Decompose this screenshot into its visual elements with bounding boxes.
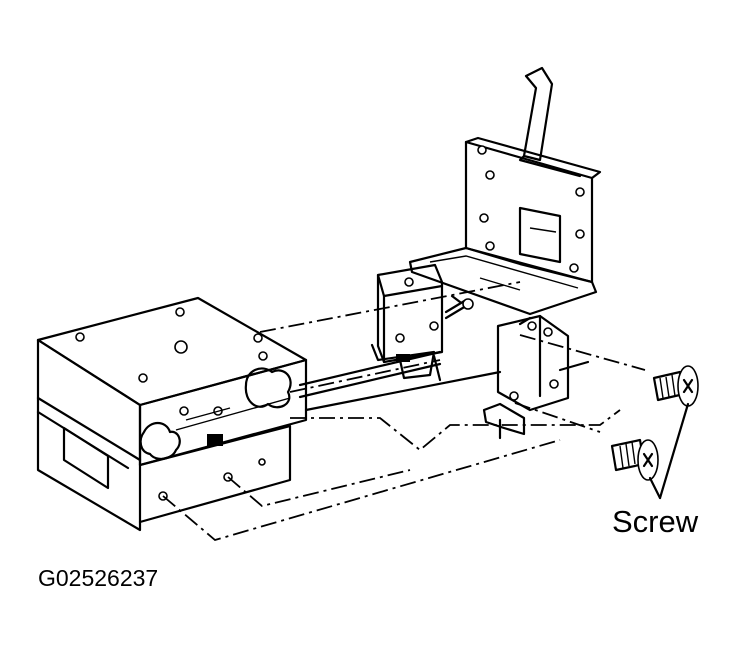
screw-leader-lines (648, 402, 690, 500)
mounting-bracket-left-icon (370, 263, 468, 382)
screw-icon (610, 365, 699, 481)
mounting-bracket-right-icon (408, 66, 602, 440)
audio-unit-icon (36, 296, 308, 532)
figure-code: G02526237 (38, 565, 159, 591)
screw-label: Screw (612, 504, 699, 539)
guide-lines (162, 281, 646, 541)
